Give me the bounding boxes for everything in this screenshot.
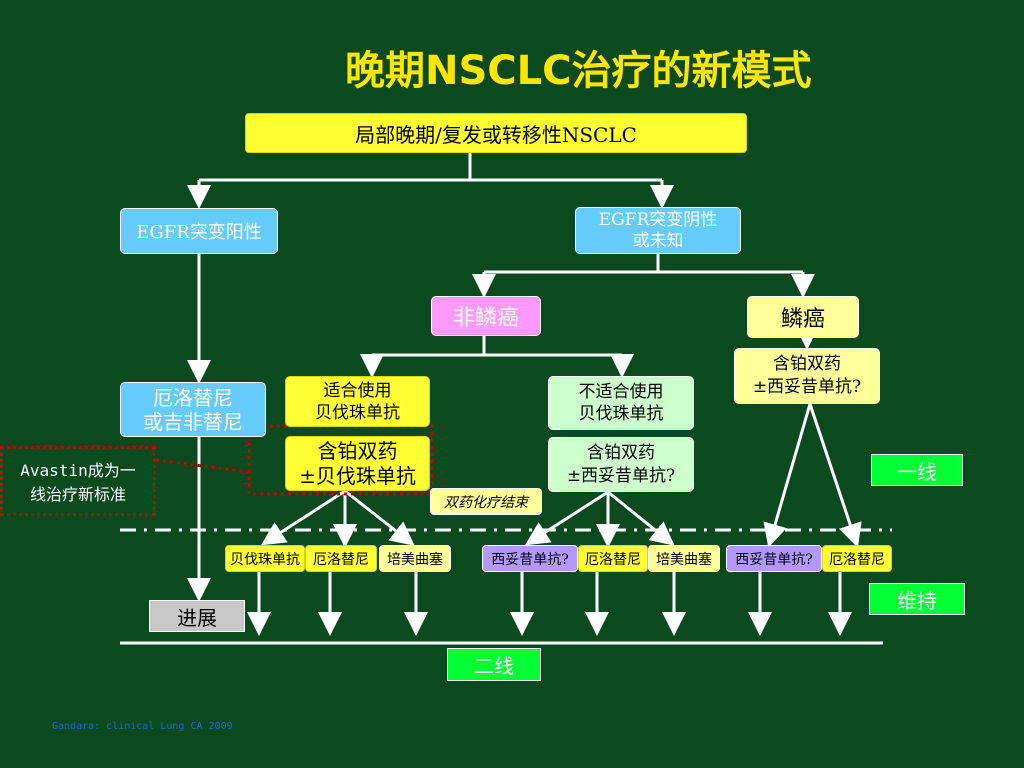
maint-erlotinib-2: 厄洛替尼 [578, 545, 648, 572]
label-doublet-end: 双药化疗结束 [430, 488, 542, 515]
node-squamous: 鳞癌 [747, 296, 859, 338]
maint-cetuximab-1: 西妥昔单抗? [482, 545, 578, 572]
node-non-squamous: 非鳞癌 [431, 296, 541, 336]
node-squamous-platinum-cetuximab: 含铂双药 ±西妥昔单抗? [734, 348, 880, 404]
node-advanced-nsclc: 局部晚期/复发或转移性NSCLC [245, 113, 747, 153]
label-maintenance: 维持 [869, 583, 965, 615]
node-progression: 进展 [149, 600, 245, 632]
node-platinum-cetuximab: 含铂双药 ±西妥昔单抗? [548, 437, 694, 492]
page-title: 晚期NSCLC治疗的新模式 [345, 48, 812, 94]
node-platinum-bevacizumab: 含铂双药 ±贝伐珠单抗 [285, 436, 430, 491]
maint-erlotinib-3: 厄洛替尼 [822, 545, 892, 572]
node-not-suitable-bevacizumab: 不适合使用 贝伐珠单抗 [548, 376, 694, 430]
maint-cetuximab-2: 西妥昔单抗? [726, 545, 822, 572]
source-citation: Gandara: clinical Lung CA 2009 [52, 721, 233, 732]
node-erlotinib-gefitinib: 厄洛替尼 或吉非替尼 [120, 382, 266, 437]
node-egfr-positive: EGFR突变阳性 [120, 208, 278, 254]
maint-erlotinib-1: 厄洛替尼 [305, 545, 377, 572]
maint-pemetrexed-1: 培美曲塞 [379, 545, 451, 572]
maint-pemetrexed-2: 培美曲塞 [648, 545, 720, 572]
maint-bevacizumab: 贝伐珠单抗 [225, 545, 305, 572]
node-suitable-bevacizumab: 适合使用 贝伐珠单抗 [285, 376, 430, 427]
label-first-line: 一线 [871, 454, 963, 486]
node-egfr-negative: EGFR突变阴性 或未知 [575, 207, 741, 254]
label-second-line: 二线 [447, 648, 541, 681]
avastin-note: Avastin成为一 线治疗新标准 [0, 446, 156, 516]
